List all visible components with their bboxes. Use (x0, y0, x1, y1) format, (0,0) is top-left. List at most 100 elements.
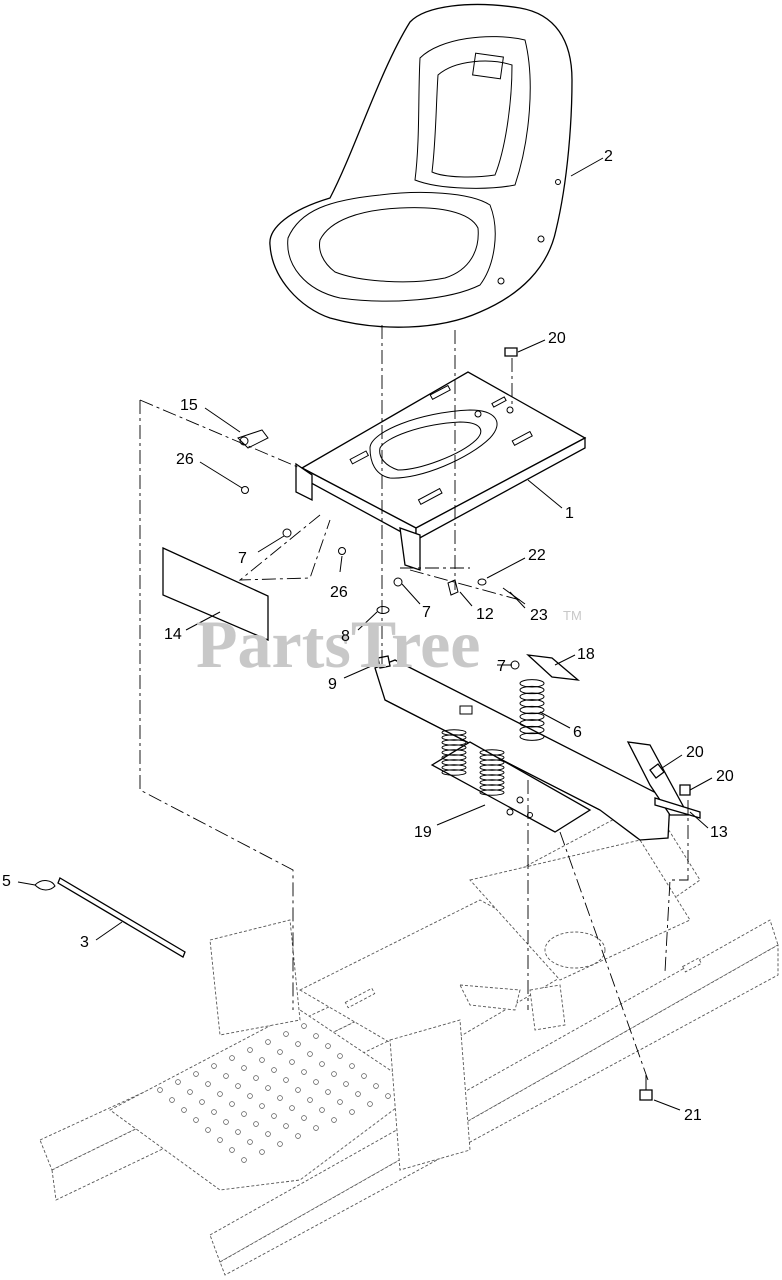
floor-hole (217, 1137, 223, 1143)
rod-part-3 (57, 877, 186, 958)
callout-labels: 2 20 15 26 1 7 26 22 7 12 23 14 8 18 7 9… (2, 148, 734, 1124)
floor-hole (337, 1053, 343, 1059)
floor-hole (253, 1075, 259, 1081)
callout-6: 6 (573, 724, 582, 741)
floor-hole (301, 1023, 307, 1029)
callout-3: 3 (80, 934, 89, 951)
floor-hole (199, 1099, 205, 1105)
callout-5: 5 (2, 873, 11, 890)
floor-hole (313, 1033, 319, 1039)
floor-hole (211, 1109, 217, 1115)
callout-12: 12 (476, 606, 494, 623)
floor-hole (313, 1079, 319, 1085)
spring-coil (519, 679, 545, 688)
floor-hole (247, 1047, 253, 1053)
floor-hole (277, 1141, 283, 1147)
spring-coil (479, 789, 505, 796)
floor-hole (247, 1093, 253, 1099)
floor-hole (295, 1087, 301, 1093)
seat-part-2 (269, 3, 573, 328)
floor-hole (277, 1049, 283, 1055)
floor-hole (301, 1069, 307, 1075)
floor-hole (271, 1113, 277, 1119)
floor-hole (229, 1055, 235, 1061)
floor-hole (175, 1079, 181, 1085)
floor-hole (319, 1061, 325, 1067)
spring-coil (519, 712, 545, 721)
floor-hole (193, 1071, 199, 1077)
callout-1: 1 (565, 505, 574, 522)
callout-20-top: 20 (548, 330, 566, 347)
callout-7-left: 7 (238, 550, 247, 567)
floor-hole (283, 1077, 289, 1083)
chassis-frame (39, 799, 779, 1276)
callout-20-mid: 20 (686, 744, 704, 761)
watermark-trademark: TM (563, 608, 582, 623)
floor-hole (325, 1043, 331, 1049)
phantom-lines (139, 325, 689, 1081)
callout-9: 9 (328, 676, 337, 693)
floor-hole (277, 1095, 283, 1101)
floor-hole (295, 1041, 301, 1047)
callout-23: 23 (530, 607, 548, 624)
floor-hole (217, 1091, 223, 1097)
floor-hole (205, 1081, 211, 1087)
floor-hole (247, 1139, 253, 1145)
suspension-arm (374, 659, 690, 841)
floor-hole (361, 1073, 367, 1079)
callout-7-right: 7 (497, 658, 506, 675)
floor-hole (235, 1129, 241, 1135)
callout-26-center: 26 (330, 584, 348, 601)
callout-13: 13 (710, 824, 728, 841)
floor-hole (157, 1087, 163, 1093)
floor-hole (241, 1065, 247, 1071)
floor-hole (211, 1063, 217, 1069)
floor-hole (307, 1097, 313, 1103)
floor-hole (337, 1099, 343, 1105)
callout-26-left: 26 (176, 451, 194, 468)
floor-hole (295, 1133, 301, 1139)
floor-hole (193, 1117, 199, 1123)
floor-hole (181, 1107, 187, 1113)
floor-hole (265, 1085, 271, 1091)
floor-hole (355, 1091, 361, 1097)
floor-hole (313, 1125, 319, 1131)
floor-hole (271, 1067, 277, 1073)
floor-hole (301, 1115, 307, 1121)
clip-part-5 (34, 880, 56, 891)
floor-hole (169, 1097, 175, 1103)
spring-coil (519, 725, 545, 735)
floor-hole (331, 1071, 337, 1077)
callout-14: 14 (164, 626, 182, 643)
watermark-text: PartsTree (196, 606, 480, 682)
floor-hole (289, 1059, 295, 1065)
floor-hole (331, 1117, 337, 1123)
floor-hole (259, 1057, 265, 1063)
floor-hole (259, 1103, 265, 1109)
floor-plate-holes (157, 1023, 391, 1163)
floor-hole (283, 1123, 289, 1129)
leader-lines (17, 157, 713, 1111)
floor-hole (367, 1101, 373, 1107)
floor-hole (265, 1131, 271, 1137)
floor-hole (325, 1089, 331, 1095)
callout-19: 19 (414, 824, 432, 841)
floor-hole (253, 1121, 259, 1127)
callout-18: 18 (577, 646, 595, 663)
spring-coil (519, 685, 545, 695)
floor-hole (349, 1063, 355, 1069)
floor-hole (223, 1073, 229, 1079)
seat-plate-part-1 (295, 371, 587, 571)
springs-part-6 (441, 679, 545, 796)
spring-coil (519, 732, 545, 741)
floor-hole (259, 1149, 265, 1155)
spring-coil (519, 692, 545, 701)
callout-15: 15 (180, 397, 198, 414)
callout-8: 8 (341, 628, 350, 645)
decal-part-18 (526, 654, 581, 681)
floor-hole (241, 1111, 247, 1117)
hardware (237, 347, 701, 1101)
floor-hole (241, 1157, 247, 1163)
floor-hole (307, 1051, 313, 1057)
